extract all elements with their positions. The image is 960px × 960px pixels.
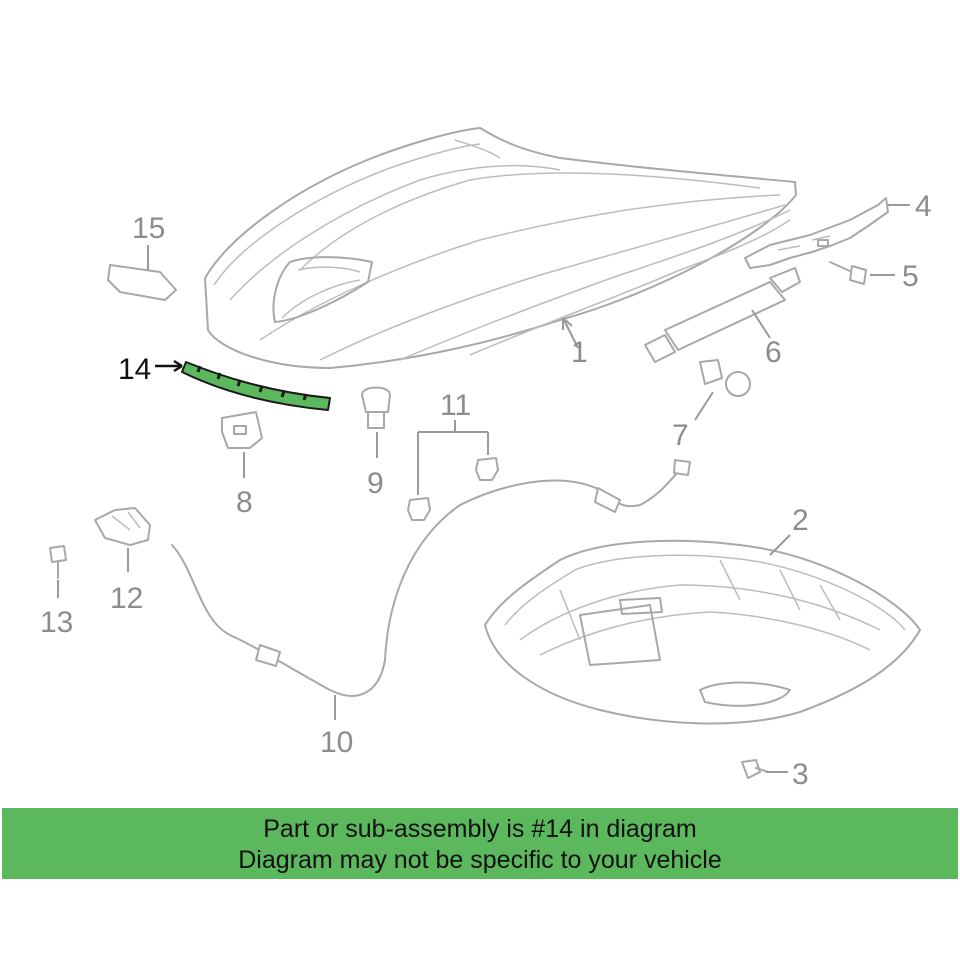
leader-14-arrow	[173, 359, 183, 373]
pad-part-15[interactable]	[107, 264, 177, 301]
callout-14: 14	[118, 353, 151, 386]
callout-2: 2	[792, 504, 809, 537]
strut-part-6[interactable]	[644, 267, 801, 363]
push-pin-part-3[interactable]	[741, 759, 769, 779]
callout-7: 7	[672, 419, 689, 452]
latch-bracket-part-8[interactable]	[221, 411, 263, 449]
banner-line-2: Diagram may not be specific to your vehi…	[238, 846, 722, 874]
insulator-part-2[interactable]	[484, 539, 921, 725]
callout-11: 11	[440, 389, 471, 422]
callout-3: 3	[792, 758, 809, 791]
latch-part-12[interactable]	[94, 507, 151, 546]
callout-15: 15	[132, 212, 165, 245]
hood-seal-part-14[interactable]	[181, 361, 331, 411]
callout-12: 12	[110, 582, 143, 615]
parts-diagram: 1 4 5 6 7 15 14 9	[40, 127, 932, 791]
callout-10: 10	[320, 726, 353, 759]
callout-13: 13	[40, 606, 73, 639]
bolt-part-13[interactable]	[49, 545, 67, 579]
leader-6	[751, 309, 771, 339]
leader-7	[694, 391, 714, 421]
callout-8: 8	[236, 486, 253, 519]
banner-line-1: Part or sub-assembly is #14 in diagram	[263, 815, 697, 843]
leader-1	[562, 317, 579, 349]
hood-part-1[interactable]	[204, 127, 797, 369]
callout-1: 1	[571, 336, 588, 369]
bolt-part-5[interactable]	[829, 261, 867, 285]
callout-5: 5	[902, 260, 919, 293]
bracket-part-4[interactable]	[744, 197, 889, 269]
leader-2	[769, 534, 791, 556]
release-cable-part-10[interactable]	[171, 459, 691, 697]
ball-stud-part-7[interactable]	[699, 359, 751, 397]
callout-4: 4	[915, 190, 932, 223]
clips-part-11[interactable]	[407, 457, 499, 521]
bumper-part-9[interactable]	[361, 386, 391, 429]
leader-11	[417, 420, 489, 495]
info-banner: Part or sub-assembly is #14 in diagram D…	[2, 808, 958, 879]
leader-1-arrow	[562, 317, 573, 330]
callout-6: 6	[765, 336, 782, 369]
callout-9: 9	[367, 467, 384, 500]
